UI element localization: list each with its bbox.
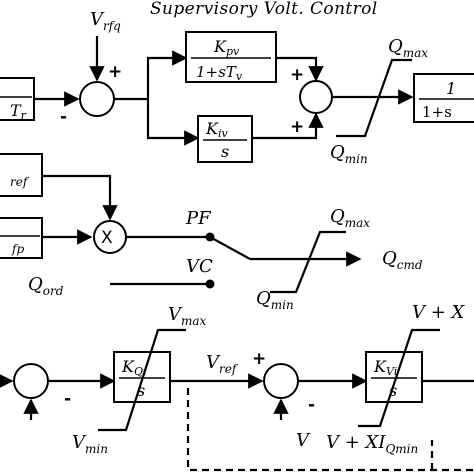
sum2-plus-bottom: + [290,117,304,137]
multiplier-symbol: X [101,228,113,248]
v-min-label: Vmin [72,432,108,456]
v-max-label: Vmax [168,304,207,328]
vc-label: VC [186,256,213,277]
wire-to-kiv [146,99,200,146]
v-plus-x-top-label: V + X [412,302,466,323]
q-min-label-2: Qmin [256,288,294,312]
summing-junction-2 [299,80,333,114]
limiter-2-curve [270,230,346,294]
sum2-plus-top: + [290,65,304,85]
kpv-denominator: 1+sTv [196,63,243,83]
kqi-limit-line [98,328,186,432]
lag-denominator: 1+s [422,103,452,121]
kiv-block [197,115,253,163]
ref-block-text: ref [10,175,30,189]
q-ord-label: Qord [28,274,64,298]
sum1-minus-sign: - [60,107,67,127]
kvi-block [365,351,423,403]
sum4-plus-sign: + [252,349,266,369]
tr-denominator: Tr [10,101,27,122]
dashed-bypass-path [186,388,474,472]
sum4-minus-sign: - [308,395,315,415]
wire-to-kpv [146,50,188,99]
v-rfq-label: Vrfq [90,9,121,33]
kvi-limit-line [358,328,440,428]
q-min-label-1: Qmin [330,142,368,166]
kvi-denominator: s [389,381,397,400]
kiv-denominator: s [221,142,229,161]
pf-label: PF [185,208,212,229]
q-max-label-2: Qmax [330,206,370,230]
kvi-numerator: KVi [373,357,397,378]
limiter-1-curve [336,58,412,138]
diagram-title: Supervisory Volt. Control [150,0,378,19]
wire-kpv-to-sum2 [276,56,324,82]
sum3-minus-sign: - [64,389,71,409]
v-ref-label: Vref [206,352,239,376]
v-plus-x-iq-label: V + XIQmin [326,432,418,456]
wire-kiv-to-sum2 [252,112,324,140]
switch-arm [209,236,251,260]
kpv-numerator: Kpv [213,37,240,58]
fp-block-text: fp [11,242,24,256]
sum1-plus-sign: + [108,62,122,82]
q-cmd-label: Qcmd [382,248,423,272]
summing-junction-1 [79,81,115,117]
v-label: V [296,430,311,451]
lag-block [413,73,474,123]
kqi-denominator: s [137,381,145,400]
kiv-numerator: Kiv [205,119,228,140]
summing-junction-4 [263,363,299,399]
vc-switch-contact [205,279,215,289]
q-max-label-1: Qmax [388,36,428,60]
lag-numerator: 1 [446,79,456,98]
summing-junction-3 [13,363,49,399]
wire-ref-to-mult [42,174,118,221]
